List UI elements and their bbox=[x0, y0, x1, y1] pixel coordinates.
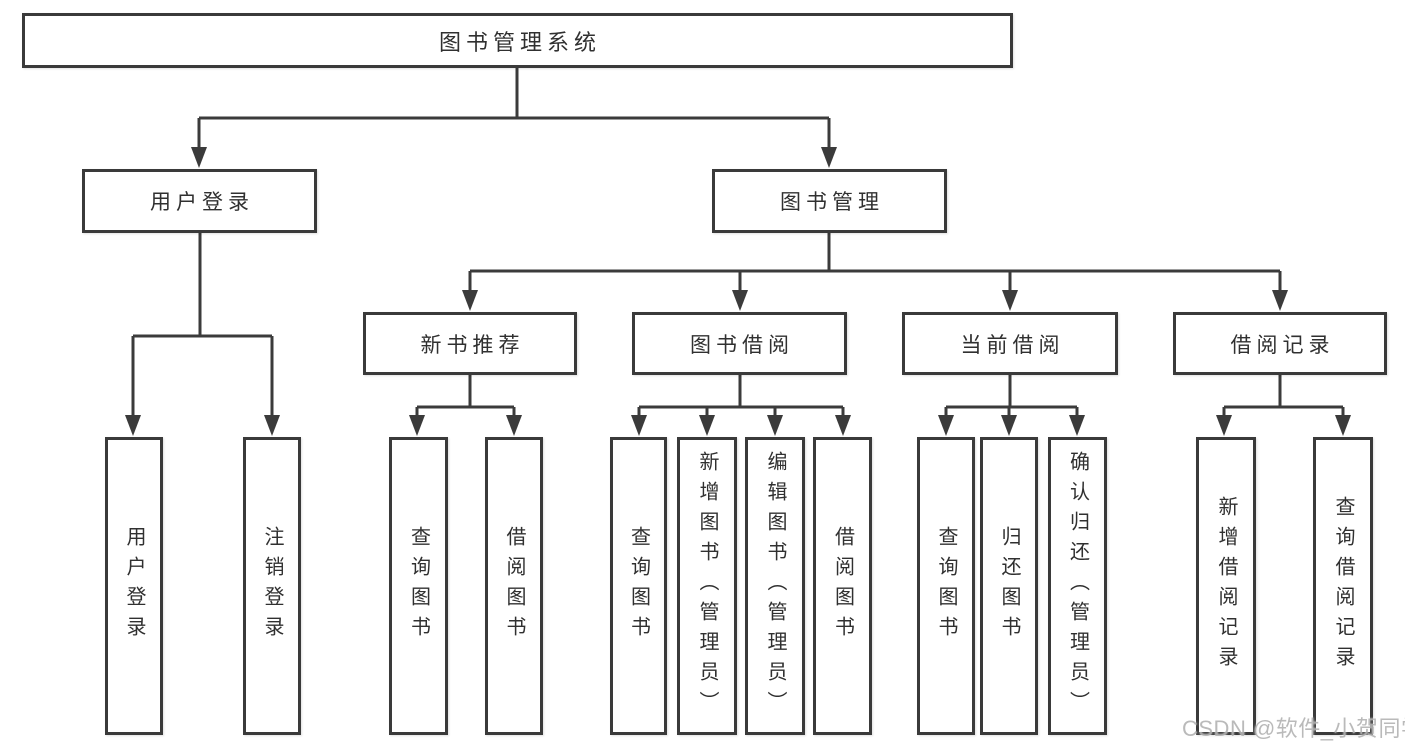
node-label: 归还图书 bbox=[998, 526, 1020, 646]
leaf-add-book-admin: 新增图书（管理员） bbox=[677, 437, 737, 735]
node-borrowing-records: 借阅记录 bbox=[1173, 312, 1387, 375]
leaf-borrow-books-borrowing: 借阅图书 bbox=[813, 437, 872, 735]
node-label: 新增图书（管理员） bbox=[696, 451, 718, 721]
leaf-query-books-borrowing: 查询图书 bbox=[610, 437, 667, 735]
node-book-management: 图书管理 bbox=[712, 169, 947, 233]
node-label: 借阅图书 bbox=[503, 526, 525, 646]
node-label: 图书管理 bbox=[780, 191, 884, 214]
leaf-return-books: 归还图书 bbox=[980, 437, 1038, 735]
node-label: 图书管理系统 bbox=[438, 29, 601, 55]
node-label: 用户登录 bbox=[150, 191, 254, 214]
node-label: 查询图书 bbox=[627, 526, 650, 646]
node-label: 新增借阅记录 bbox=[1215, 496, 1237, 676]
node-book-borrowing: 图书借阅 bbox=[632, 312, 847, 375]
leaf-confirm-return-admin: 确认归还（管理员） bbox=[1048, 437, 1107, 735]
node-label: 借阅图书 bbox=[831, 526, 854, 646]
csdn-watermark: CSDN @软件_小贺同学 bbox=[1182, 716, 1405, 741]
leaf-query-borrow-record: 查询借阅记录 bbox=[1313, 437, 1373, 735]
node-label: 当前借阅 bbox=[960, 333, 1065, 357]
leaf-edit-book-admin: 编辑图书（管理员） bbox=[745, 437, 805, 735]
leaf-query-books-recommend: 查询图书 bbox=[389, 437, 448, 735]
leaf-logout: 注销登录 bbox=[243, 437, 301, 735]
node-label: 新书推荐 bbox=[420, 333, 525, 357]
node-library-management-system: 图书管理系统 bbox=[22, 13, 1013, 68]
node-label: 查询图书 bbox=[935, 526, 957, 646]
leaf-user-login: 用户登录 bbox=[105, 437, 163, 735]
node-user-login: 用户登录 bbox=[82, 169, 317, 233]
node-label: 用户登录 bbox=[123, 526, 145, 646]
node-label: 注销登录 bbox=[261, 526, 283, 646]
node-label: 编辑图书（管理员） bbox=[764, 451, 786, 721]
leaf-query-books-current: 查询图书 bbox=[917, 437, 975, 735]
node-label: 图书借阅 bbox=[690, 333, 794, 357]
node-new-book-recommendation: 新书推荐 bbox=[363, 312, 577, 375]
node-label: 查询借阅记录 bbox=[1332, 496, 1354, 676]
leaf-add-borrow-record: 新增借阅记录 bbox=[1196, 437, 1256, 735]
node-label: 确认归还（管理员） bbox=[1066, 451, 1089, 721]
node-label: 查询图书 bbox=[407, 526, 430, 646]
node-current-borrowing: 当前借阅 bbox=[902, 312, 1118, 375]
node-label: 借阅记录 bbox=[1230, 333, 1335, 357]
leaf-borrow-books-recommend: 借阅图书 bbox=[485, 437, 543, 735]
